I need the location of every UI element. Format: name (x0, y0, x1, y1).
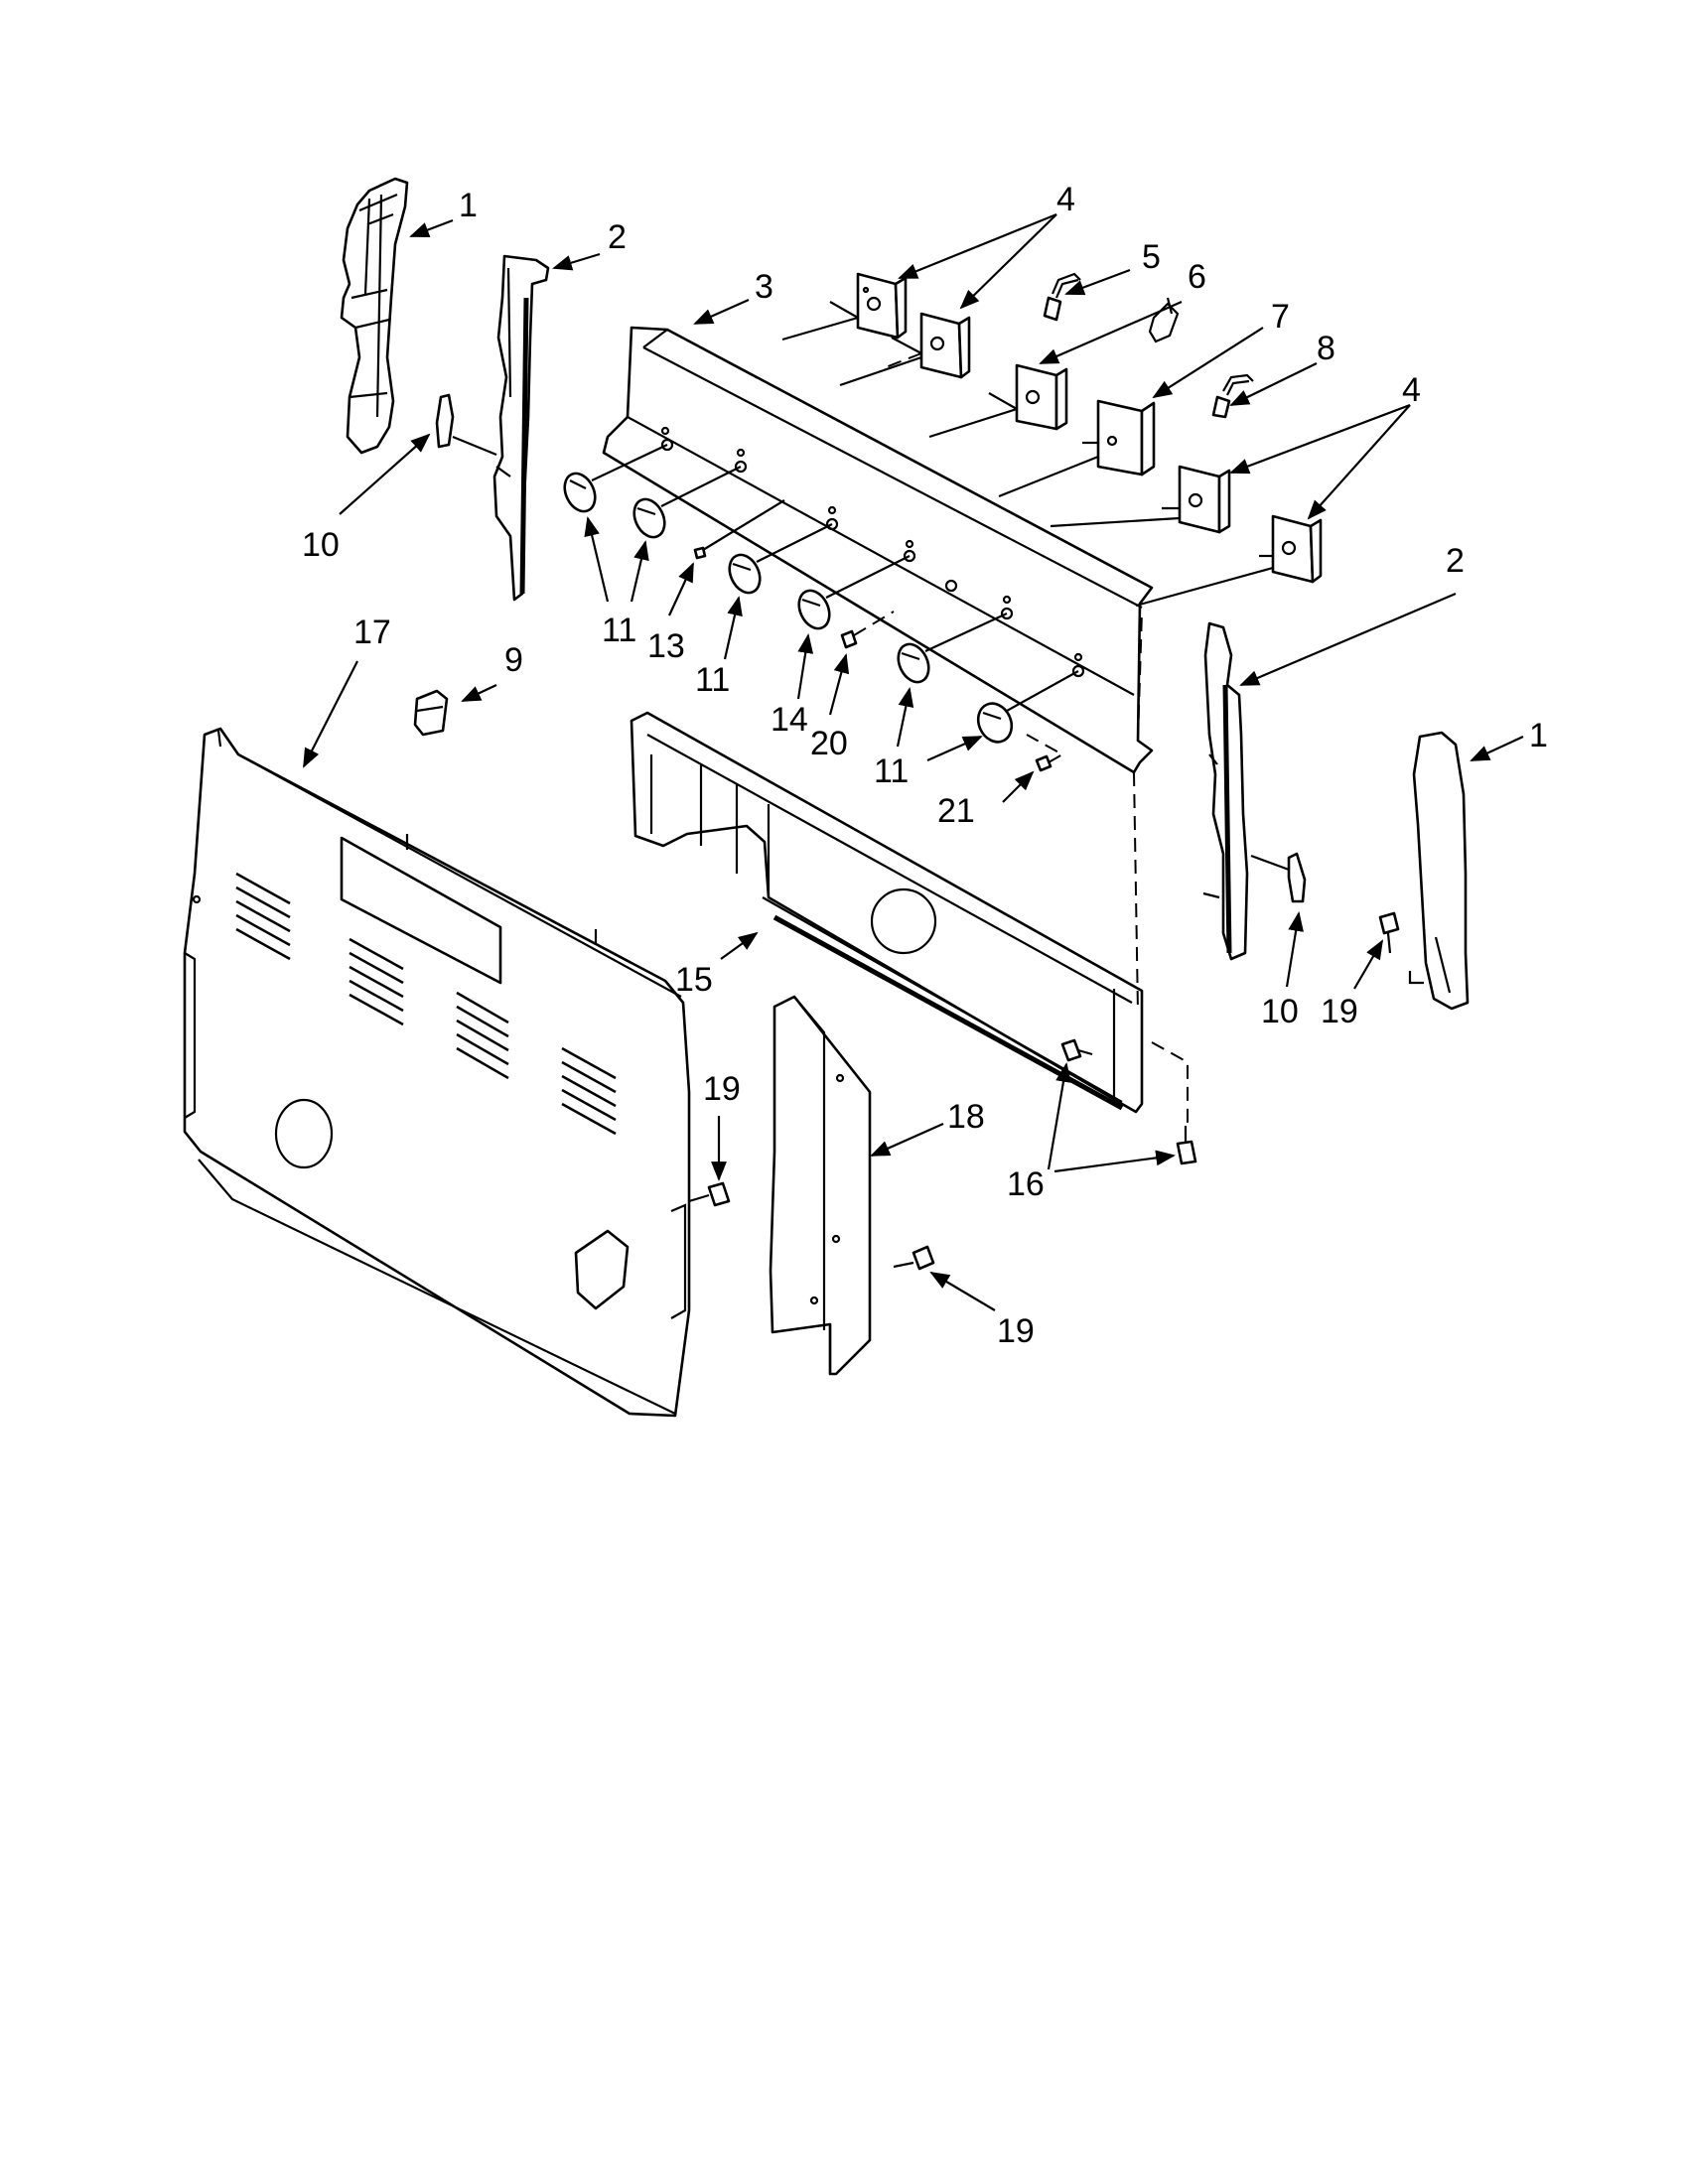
label-3: 3 (755, 268, 773, 306)
vent-group-4 (561, 1046, 617, 1136)
wire-harness-8 (1211, 373, 1254, 419)
vent-group-1 (235, 872, 291, 961)
knob-1 (563, 444, 668, 513)
clip-20 (840, 611, 895, 649)
label-4-right: 4 (1402, 371, 1421, 409)
assembly-lines-dashed (1133, 611, 1189, 1126)
side-bracket-left (492, 254, 550, 602)
label-11-a: 11 (602, 612, 636, 649)
part-number-labels: 1 2 3 4 5 6 7 8 4 10 2 17 9 11 13 11 14 … (302, 181, 1548, 1350)
side-trim-right (1408, 731, 1470, 1011)
label-13: 13 (647, 627, 685, 665)
side-bracket-right (1202, 621, 1249, 961)
backguard-frame (630, 711, 1144, 1114)
label-8: 8 (1317, 330, 1335, 367)
label-19-bottom: 19 (997, 1312, 1035, 1350)
switch-7 (1082, 399, 1156, 477)
vent-group-2 (349, 937, 404, 1026)
screw-19-middle (688, 1181, 731, 1207)
clip-21 (1026, 734, 1065, 772)
label-2-right: 2 (1446, 542, 1465, 580)
switch-6 (988, 363, 1068, 431)
knob-5 (897, 613, 1008, 684)
label-7: 7 (1271, 298, 1290, 336)
label-10-left: 10 (302, 526, 340, 564)
label-10-right: 10 (1261, 993, 1299, 1030)
label-21: 21 (937, 792, 975, 830)
label-6: 6 (1188, 258, 1206, 296)
rear-panel (183, 727, 691, 1418)
label-19-right: 19 (1321, 993, 1358, 1030)
bracket-9 (413, 689, 449, 737)
screw-13 (693, 499, 785, 560)
console-panel (602, 326, 1154, 774)
label-4-top: 4 (1056, 181, 1075, 218)
knob-6 (976, 670, 1079, 744)
screw-19-right (1378, 911, 1400, 954)
clip-right (1250, 852, 1307, 903)
side-trim-left (340, 177, 409, 455)
label-14: 14 (771, 701, 808, 739)
knob-2 (632, 466, 742, 539)
knob-4 (797, 555, 911, 630)
screw-19-bottom (893, 1245, 935, 1271)
label-5: 5 (1142, 238, 1161, 276)
switch-4-b (891, 312, 971, 379)
label-20: 20 (810, 725, 848, 762)
indicator-coil (1148, 297, 1180, 343)
label-17: 17 (353, 614, 391, 651)
screw-16-a (1060, 1038, 1093, 1062)
label-11-c: 11 (874, 752, 909, 790)
leader-arrows (303, 212, 1524, 1311)
label-16: 16 (1007, 1165, 1045, 1203)
rear-brace (769, 995, 872, 1376)
label-1-right: 1 (1529, 717, 1548, 754)
clip-left (435, 393, 497, 457)
switch-4-a (829, 272, 908, 340)
vent-group-3 (456, 991, 509, 1080)
knob-3 (728, 523, 833, 595)
label-18: 18 (947, 1098, 985, 1136)
label-2-top-left: 2 (608, 218, 627, 256)
switch-4-c (1162, 465, 1231, 534)
label-19-mid: 19 (703, 1070, 741, 1108)
label-9: 9 (504, 641, 523, 679)
switch-4-d (1259, 514, 1323, 584)
label-11-b: 11 (695, 661, 730, 699)
label-1-top-left: 1 (459, 187, 478, 224)
assembly-lines-switches (781, 316, 1274, 608)
wire-harness-5 (1043, 272, 1081, 322)
label-15: 15 (675, 961, 713, 999)
screw-16-b (1176, 1126, 1197, 1165)
